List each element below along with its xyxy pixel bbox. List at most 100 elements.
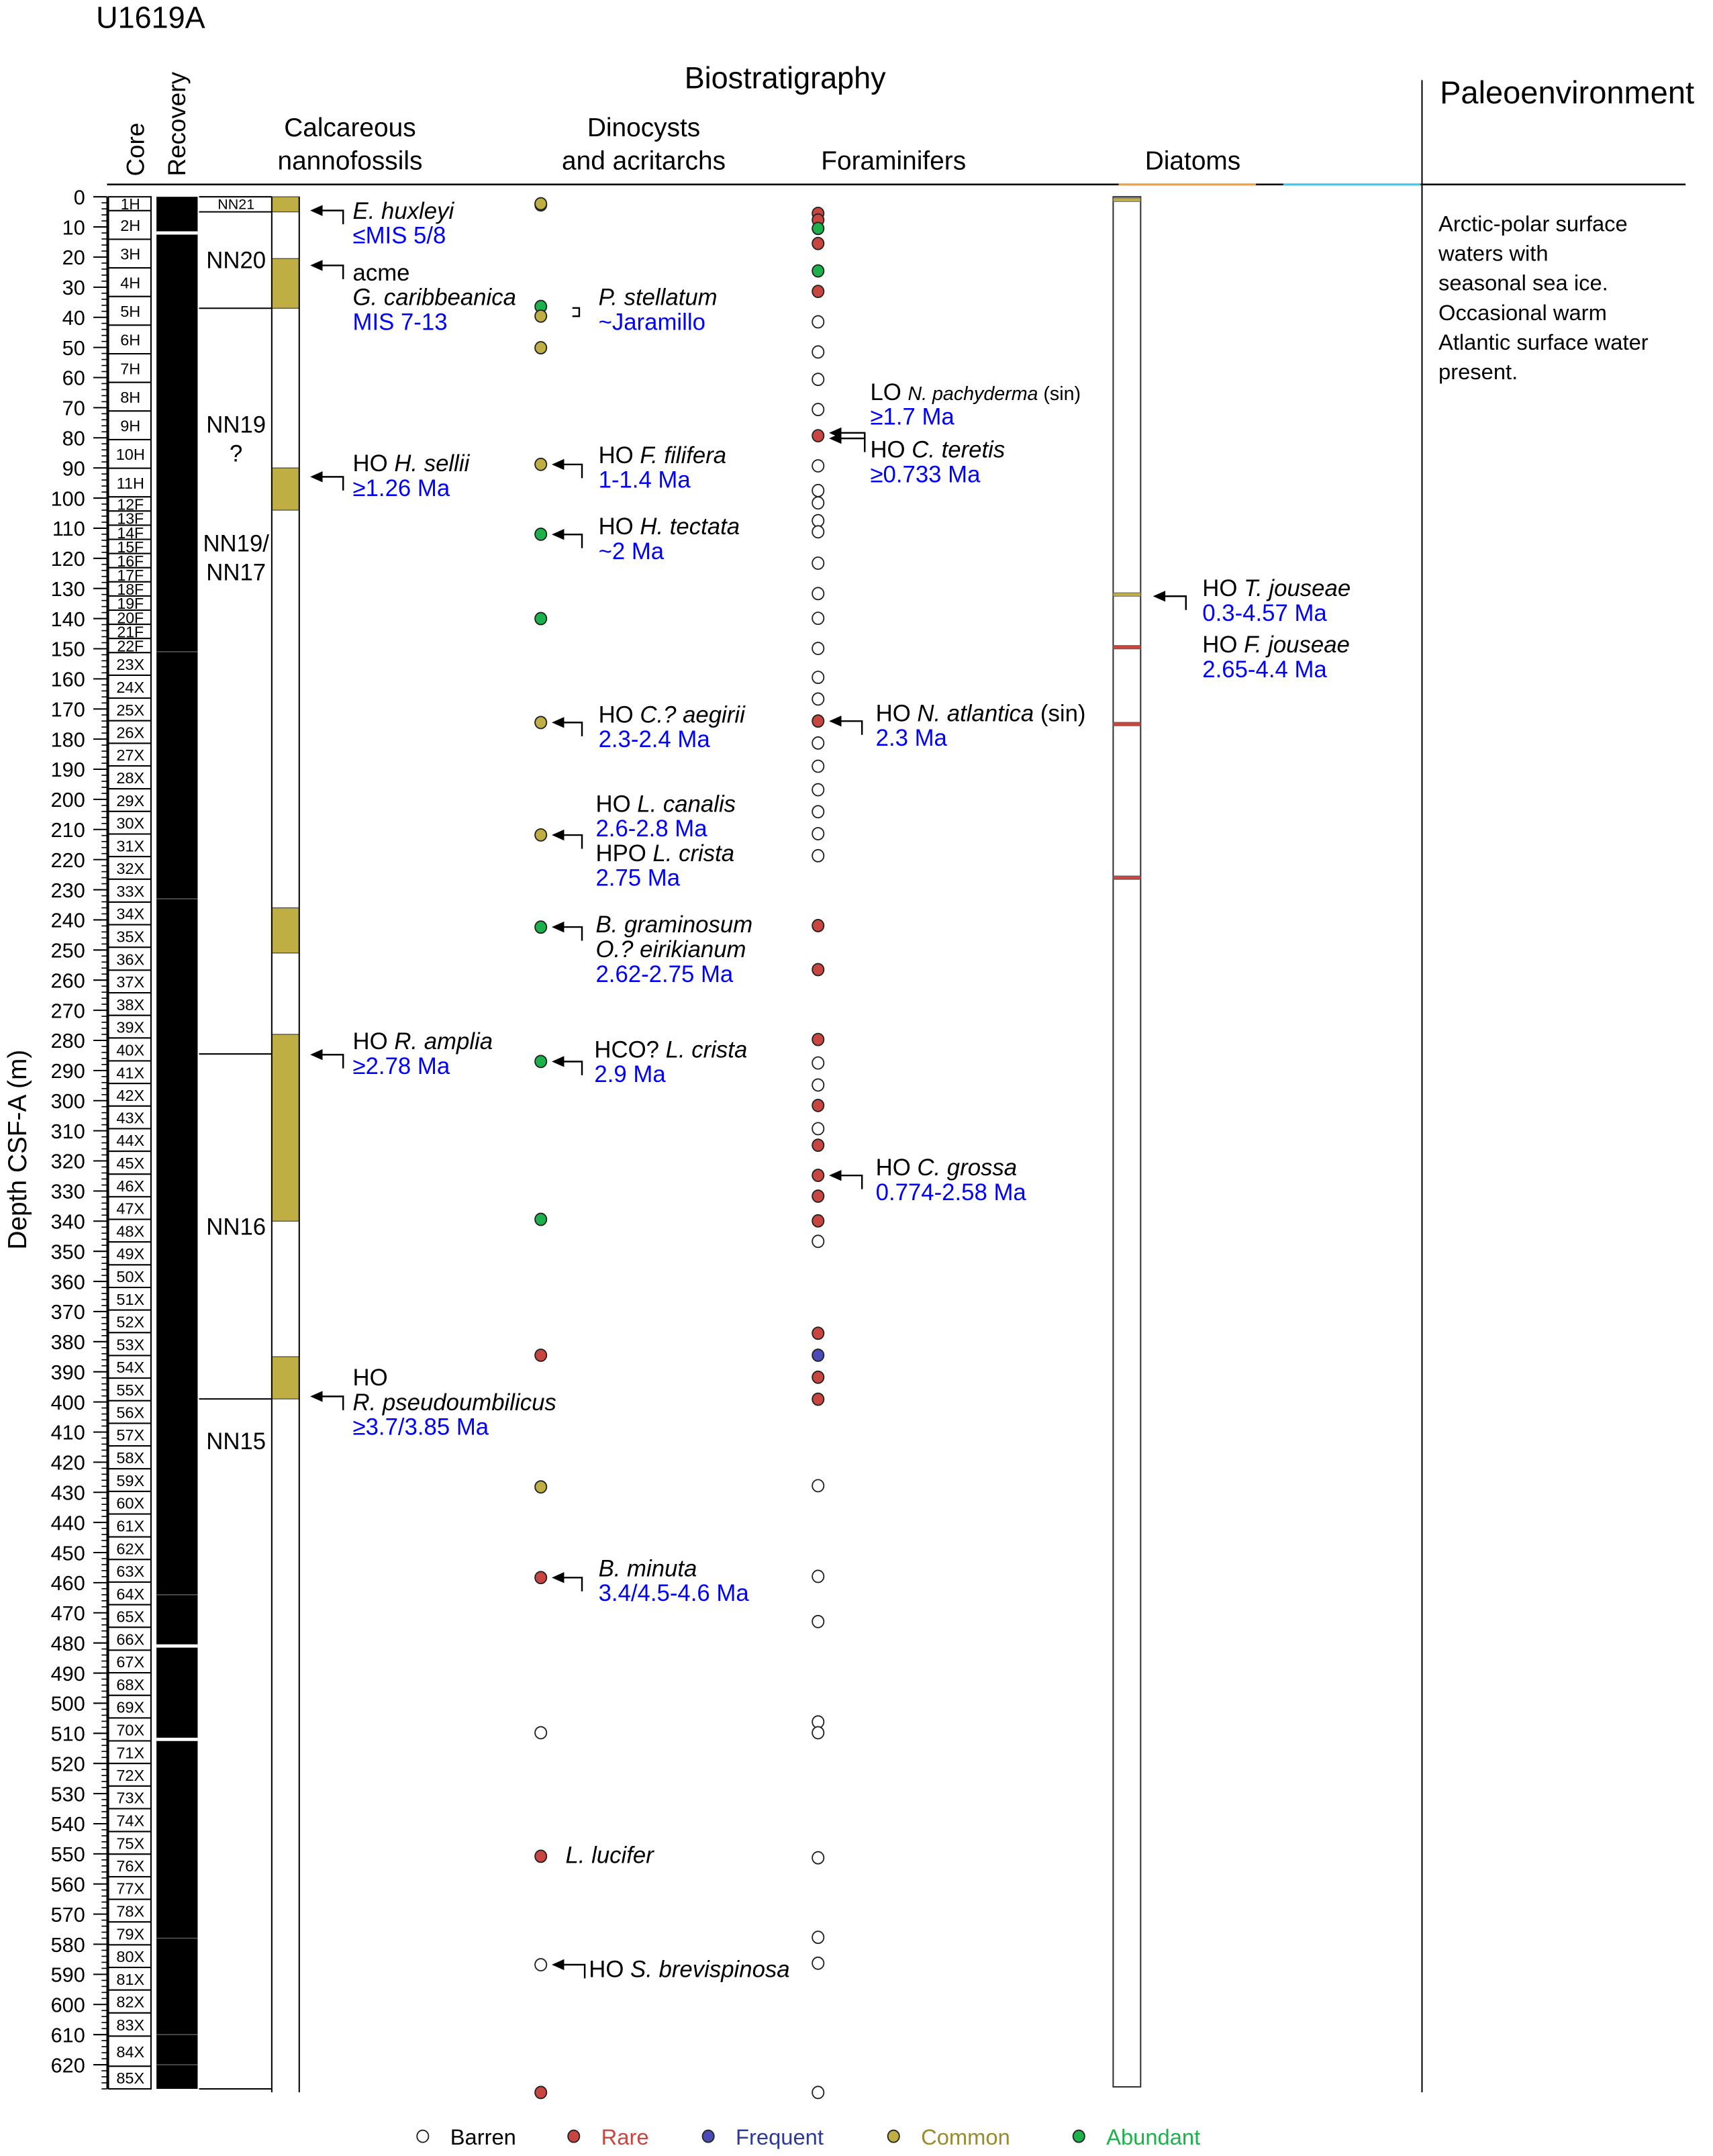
depth-tick-label: 20 [62,246,85,269]
diatom-band-rare [1112,875,1141,880]
foram-sample-barren [812,483,825,497]
arrow-icon [562,534,583,548]
nanno-header-2: nannofossils [277,146,422,175]
biostratigraphy-header: Biostratigraphy [685,61,886,95]
foram-sample-rare [812,1392,825,1406]
core-label: 79X [116,1925,144,1943]
depth-tick-label: 60 [62,367,85,390]
abundance-samples [534,197,825,2100]
legend-label-common: Common [921,2124,1010,2149]
bioevent-taxon: HO [599,514,640,540]
core-box [107,720,152,744]
depth-tick-label: 560 [51,1873,85,1896]
depth-tick-label: 150 [51,638,85,661]
paleoenvironment-line: Atlantic surface water [1438,330,1649,354]
core-label: 7H [120,360,140,377]
arrowhead-icon [310,471,323,483]
depth-tick-label: 230 [51,879,85,902]
core-label: 30X [116,815,144,832]
core-label: 51X [116,1291,144,1308]
depth-tick-label: 350 [51,1240,85,1263]
depth-axis-label: Depth CSF-A (m) [3,1050,32,1250]
zone-label: NN19/ [203,532,269,557]
core-label: 78X [116,1902,144,1920]
core-box [107,674,152,699]
arrow-icon [1164,595,1187,610]
bioevent-age: MIS 7-13 [353,310,448,336]
depth-tick-label: 320 [51,1150,85,1173]
core-box [107,1989,152,2014]
foram-sample-rare [812,1138,825,1153]
core-box [107,1014,152,1039]
core-label: 38X [116,996,144,1014]
core-label: 49X [116,1245,144,1263]
bioevent-nanno: E. huxleyi≤MIS 5/8 [310,199,454,249]
foram-sample-rare [812,1099,825,1112]
core-label: 72X [116,1767,144,1784]
foram-sample-frequent [812,1349,825,1362]
bioevent-age: 2.3-2.4 Ma [599,727,711,752]
core-label: 29X [116,792,144,810]
core-box [107,1332,152,1357]
core-label: 32X [116,860,144,877]
arrowhead-icon [552,1056,565,1067]
depth-tick-label: 140 [51,608,85,631]
core-label: 26X [116,724,144,742]
bioevent-line: HO C. teretis [870,438,1005,463]
bioevent-taxon: L. crista [666,1037,748,1063]
core-label: 64X [116,1585,144,1603]
bioevent-line: 3.4/4.5-4.6 Ma [599,1581,750,1606]
foram-sample-barren [812,403,825,416]
nanno-header-1: Calcareous [284,113,415,142]
core-box [107,2012,152,2037]
diatom-band-rare [1112,722,1141,726]
core-box [107,1309,152,1334]
core-label: 41X [116,1064,144,1081]
arrowhead-icon [829,1170,842,1181]
bioevent-taxon: acme [353,260,410,286]
depth-tick-label: 550 [51,1843,85,1866]
core-label: 69X [116,1699,144,1716]
paleoenvironment-line: Arctic-polar surface [1438,211,1628,236]
bioevent-taxon: O.? eirikianum [595,937,746,963]
arrow-icon [321,1054,344,1069]
depth-tick-label: 310 [51,1120,85,1143]
foram-sample-barren [812,611,825,626]
core-label: 50X [116,1268,144,1285]
recovery-gap [156,1737,198,1741]
arrowhead-icon [552,829,565,841]
bioevent-line: 0.3-4.57 Ma [1202,601,1327,626]
bioevent-line: ≥3.7/3.85 Ma [353,1415,489,1440]
bioevent-line: ≥0.733 Ma [870,462,981,488]
bioevent-taxon: T. jouseae [1244,576,1351,601]
core-header: Core [122,123,150,177]
arrow-icon [321,476,344,491]
core-label: 42X [116,1087,144,1104]
dinocyst-sample-common [534,1480,548,1494]
bioevent-line: O.? eirikianum [595,937,746,963]
arrow-icon [840,1174,863,1189]
bioevent-nanno: HOR. pseudoumbilicus≥3.7/3.85 Ma [310,1365,556,1440]
core-box [107,1128,152,1153]
arrow-icon [840,720,863,735]
bioevent-line: HO H. sellii [353,451,471,477]
bioevent-age: 2.9 Ma [594,1062,666,1087]
paleoenvironment-line: seasonal sea ice. [1438,271,1608,295]
depth-tick-label: 400 [51,1391,85,1414]
foram-sample-rare [812,1326,825,1340]
foram-sample-rare [812,1214,825,1228]
depth-tick-label: 290 [51,1060,85,1083]
dinocyst-sample-abundant [534,527,548,541]
bioevent-line: 2.75 Ma [595,866,680,891]
foram-sample-barren [812,671,825,685]
dinocyst-sample-common [534,197,548,211]
arrow-icon [562,926,583,941]
bioevent-taxon: H. sellii [394,451,470,477]
core-label: 36X [116,950,144,968]
dinocyst-sample-common [534,716,548,730]
depth-tick-label: 450 [51,1542,85,1565]
depth-tick-label: 620 [51,2054,85,2077]
foram-sample-rare [812,236,825,250]
